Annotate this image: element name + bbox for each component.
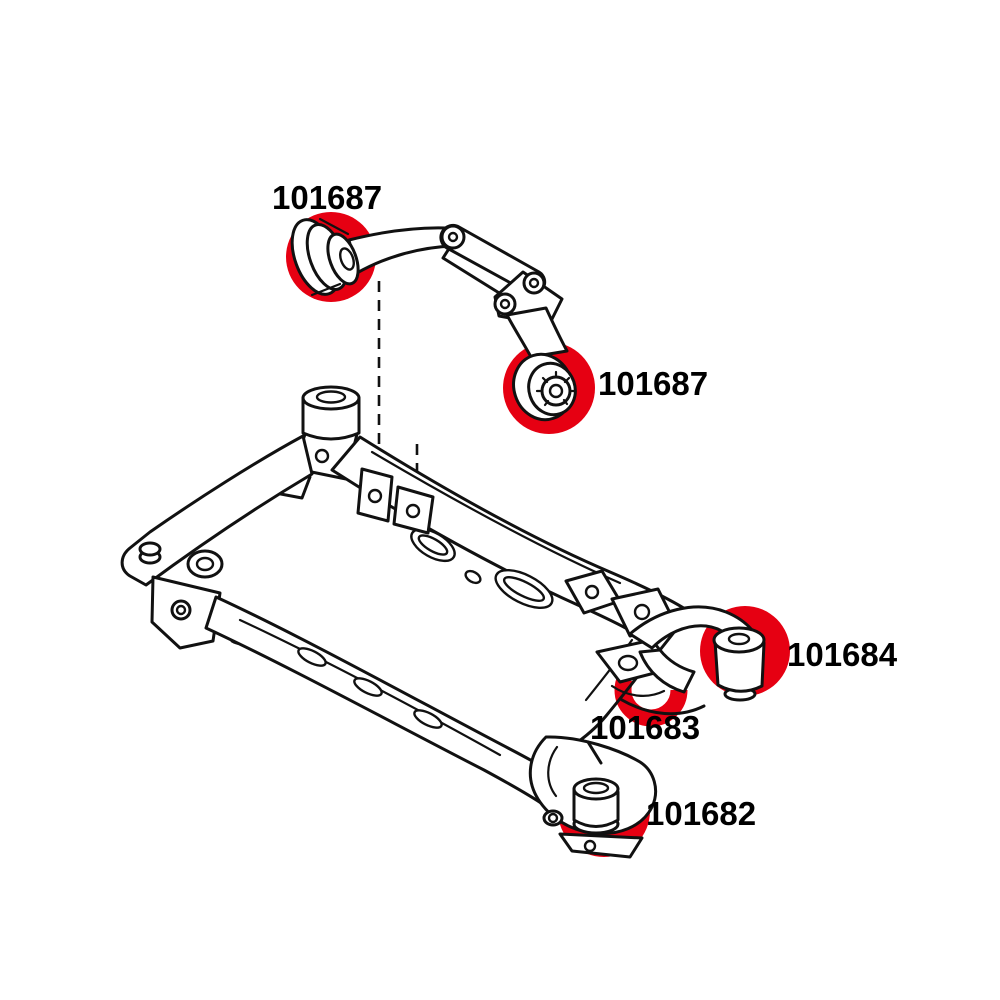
part-label-beam-front-bushing: 101684 (787, 636, 898, 673)
part-label-upper-front-bushing: 101687 (272, 179, 383, 216)
part-label-beam-rear-bushing: 101682 (646, 795, 757, 832)
cross-tube-holes (410, 527, 554, 610)
subframe-body (120, 385, 766, 859)
center-brackets (356, 467, 435, 535)
left-end-bolt (138, 541, 162, 565)
beam-front-bushing-art (628, 605, 766, 702)
lower-rail-slots (297, 647, 443, 729)
left-rail-bushing-ring (186, 549, 224, 579)
upper-front-bushing-art (290, 217, 360, 297)
beam-rear-bushing-art (528, 735, 657, 859)
torque-arm-assembly (290, 217, 577, 422)
upper-rear-bushing-art (512, 352, 577, 422)
part-label-upper-rear-bushing: 101687 (598, 365, 709, 402)
leader-line-beam-middle (586, 740, 603, 765)
part-label-beam-middle-bushing: 101683 (590, 709, 701, 746)
